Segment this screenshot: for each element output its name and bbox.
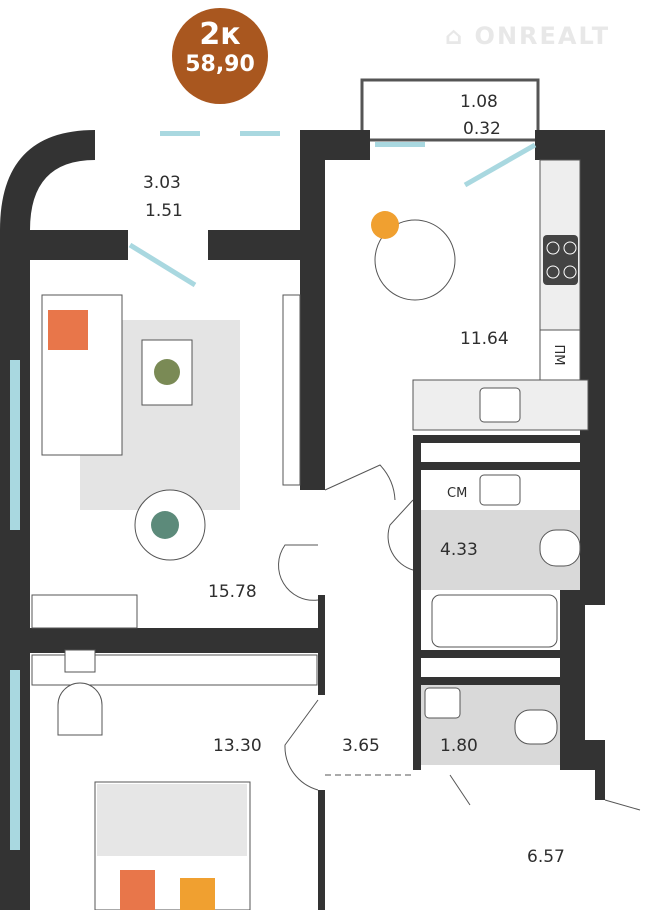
burner bbox=[563, 241, 577, 255]
burner bbox=[546, 241, 560, 255]
pillow bbox=[48, 310, 88, 350]
bedroom-area: 13.30 bbox=[213, 736, 262, 756]
room-count: 2к bbox=[199, 17, 241, 52]
kitchen-area: 11.64 bbox=[460, 329, 509, 349]
pillow bbox=[180, 878, 215, 910]
kitchen-sink bbox=[479, 387, 521, 423]
loggia-door bbox=[128, 242, 197, 288]
doors[interactable] bbox=[278, 464, 641, 811]
apartment-badge: 2к 58,90 bbox=[172, 8, 268, 104]
balcony-area: 1.08 bbox=[460, 92, 498, 112]
walls bbox=[0, 130, 605, 910]
burner bbox=[546, 265, 560, 279]
toilet-bath bbox=[539, 529, 581, 567]
hall-area: 6.57 bbox=[527, 847, 565, 867]
dining-table bbox=[374, 219, 456, 301]
total-area: 58,90 bbox=[185, 52, 255, 77]
bathtub bbox=[431, 594, 558, 648]
person bbox=[151, 511, 179, 539]
bed-headboard bbox=[97, 784, 247, 856]
laptop bbox=[64, 649, 96, 673]
balcony-door bbox=[463, 142, 537, 188]
toilet bbox=[514, 709, 558, 745]
loggia-area: 3.03 bbox=[143, 173, 181, 193]
living-room-area: 15.78 bbox=[208, 582, 257, 602]
balcony-area-reduced: 0.32 bbox=[463, 119, 501, 139]
corridor-area: 3.65 bbox=[342, 736, 380, 756]
chair bbox=[57, 682, 103, 736]
washer-label: СМ bbox=[447, 486, 467, 501]
watermark-text: ONREALT bbox=[474, 22, 611, 50]
toilet-sink bbox=[424, 687, 461, 719]
stove bbox=[543, 235, 578, 285]
dishwasher-label: ПМ bbox=[551, 345, 566, 366]
toilet-area: 1.80 bbox=[440, 736, 478, 756]
dishwasher bbox=[539, 329, 581, 381]
watermark-logo: ⌂ ONREALT bbox=[445, 22, 611, 50]
person bbox=[371, 211, 399, 239]
kitchen-balcony bbox=[360, 78, 540, 142]
bookshelf bbox=[31, 594, 138, 629]
tv-stand bbox=[282, 294, 301, 486]
burner bbox=[563, 265, 577, 279]
loggia-area-reduced: 1.51 bbox=[145, 201, 183, 221]
person bbox=[120, 870, 155, 910]
windows bbox=[10, 131, 425, 850]
bathroom-area: 4.33 bbox=[440, 540, 478, 560]
plant bbox=[154, 359, 180, 385]
bathroom-sink bbox=[479, 474, 521, 506]
